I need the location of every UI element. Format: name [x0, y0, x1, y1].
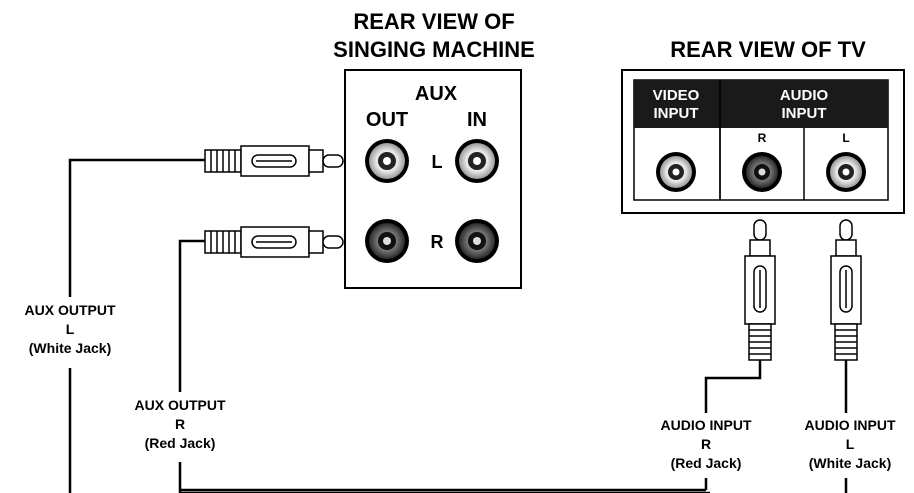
label-audio-input-r-line2: R: [701, 436, 711, 452]
label-audio-input-l: AUDIO INPUT L (White Jack): [805, 417, 896, 471]
rca-plug-aux-r[interactable]: [204, 226, 344, 258]
cable-wires: [68, 158, 848, 493]
audio-r-label: R: [758, 131, 767, 145]
audio-input-label-line1: AUDIO: [780, 87, 829, 104]
video-input-label-line1: VIDEO: [653, 87, 700, 104]
label-aux-output-r-line3: (Red Jack): [145, 435, 216, 451]
label-audio-input-r-line1: AUDIO INPUT: [661, 417, 752, 433]
label-aux-output-r: AUX OUTPUT R (Red Jack): [135, 397, 226, 451]
tv-audio-l-jack[interactable]: [826, 152, 866, 192]
label-audio-input-l-line1: AUDIO INPUT: [805, 417, 896, 433]
row-left-label: L: [432, 152, 443, 172]
tv-video-jack[interactable]: [656, 152, 696, 192]
tv-title: REAR VIEW OF TV: [670, 37, 866, 62]
cable-aux-l-upper: [68, 158, 205, 297]
row-right-label: R: [431, 232, 444, 252]
jack-out-left[interactable]: [365, 139, 409, 183]
singing-machine-title: REAR VIEW OF SINGING MACHINE: [333, 9, 535, 62]
cable-aux-r-lower: [178, 462, 710, 493]
jack-in-left[interactable]: [455, 139, 499, 183]
label-aux-output-r-line2: R: [175, 416, 185, 432]
in-label: IN: [467, 109, 487, 131]
rca-plug-aux-l[interactable]: [204, 145, 344, 177]
cable-aux-r-upper: [178, 239, 205, 392]
tv-header-bar: [634, 80, 888, 128]
label-audio-input-r-line3: (Red Jack): [671, 455, 742, 471]
label-audio-input-l-line2: L: [846, 436, 855, 452]
out-label: OUT: [366, 109, 408, 131]
label-aux-output-l-line2: L: [66, 321, 75, 337]
label-audio-input-r: AUDIO INPUT R (Red Jack): [661, 417, 752, 471]
rca-plug-tv-l[interactable]: [830, 219, 862, 361]
label-aux-output-l: AUX OUTPUT L (White Jack): [25, 302, 116, 356]
aux-label: AUX: [415, 83, 458, 105]
tv-audio-r-jack[interactable]: [742, 152, 782, 192]
singing-machine-title-line1: REAR VIEW OF: [353, 9, 514, 34]
label-audio-input-l-line3: (White Jack): [809, 455, 891, 471]
rca-plug-tv-r[interactable]: [744, 219, 776, 361]
label-aux-output-l-line1: AUX OUTPUT: [25, 302, 116, 318]
cable-tv-r-wire: [704, 360, 762, 413]
jack-in-right[interactable]: [455, 219, 499, 263]
audio-input-label-line2: INPUT: [782, 105, 827, 122]
video-input-label-line2: INPUT: [654, 105, 699, 122]
label-aux-output-r-line1: AUX OUTPUT: [135, 397, 226, 413]
singing-machine-title-line2: SINGING MACHINE: [333, 37, 535, 62]
audio-l-label: L: [842, 131, 849, 145]
label-aux-output-l-line3: (White Jack): [29, 340, 111, 356]
jack-out-right[interactable]: [365, 219, 409, 263]
